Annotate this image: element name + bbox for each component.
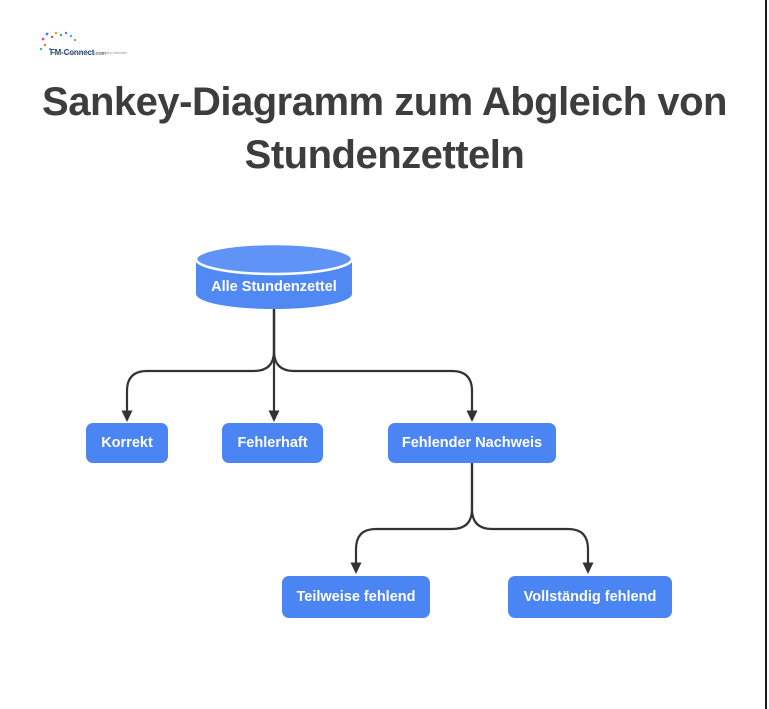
logo-starburst-icon	[39, 31, 76, 51]
logo-wordmark: FM-Connect.com	[50, 42, 106, 60]
fm-connect-logo: FM-Connect.com Das FM-Sachverständigen- …	[39, 31, 134, 60]
edge-root-korrekt	[121, 309, 276, 422]
node-fehlerhaft: Fehlerhaft	[222, 423, 323, 463]
node-teilweise-fehlend: Teilweise fehlend	[282, 576, 430, 618]
title-line-2: Stundenzetteln	[244, 133, 525, 177]
logo-brand-text: FM-Connect	[50, 48, 95, 57]
logo-domain-text: .com	[94, 51, 107, 57]
node-vollstaendig-fehlend: Vollständig fehlend	[508, 576, 672, 618]
node-fehlender-nachweis: Fehlender Nachweis	[388, 423, 556, 463]
edge-fehlender-vollstaendig	[470, 463, 594, 574]
node-alle-stundenzettel: Alle Stundenzettel	[211, 279, 337, 295]
edge-root-fehlender-nachweis	[272, 309, 478, 422]
node-korrekt: Korrekt	[86, 423, 168, 463]
title-line-1: Sankey-Diagramm zum Abgleich von	[42, 80, 727, 124]
cylinder-node-top	[194, 242, 354, 276]
edge-fehlender-teilweise	[350, 463, 474, 574]
logo-tagline: Das FM-Sachverständigen- und Ingenieur-N…	[51, 51, 128, 55]
right-border-line	[765, 0, 767, 709]
page-title: Sankey-Diagramm zum Abgleich von Stunden…	[0, 76, 769, 182]
